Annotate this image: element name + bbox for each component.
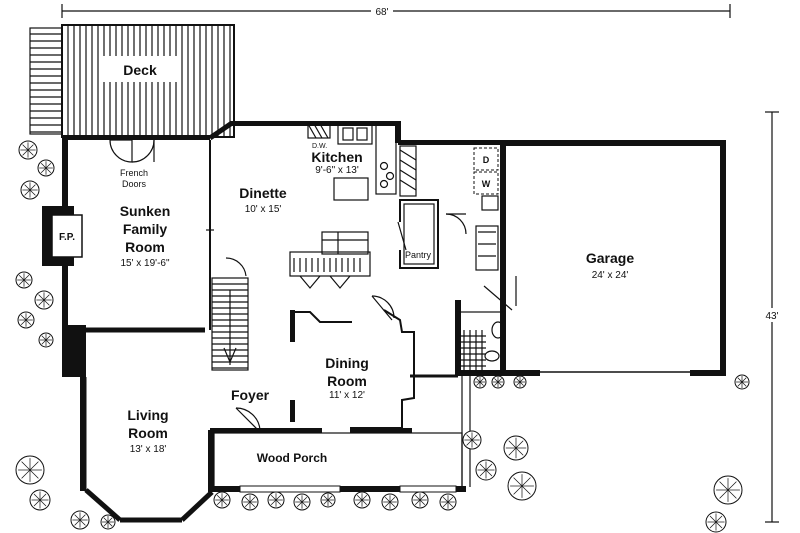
living-room-size: 13' x 18' <box>130 444 167 455</box>
exterior-walls <box>62 120 726 523</box>
kitchen-label: Kitchen <box>311 149 362 165</box>
family-room-label-line3: Room <box>125 239 165 255</box>
kitchen-island <box>289 231 371 289</box>
deck-label: Deck <box>123 62 157 78</box>
french-doors: French Doors <box>109 139 155 189</box>
landscaping-left <box>15 140 116 530</box>
living-room-label-line1: Living <box>127 407 168 423</box>
fireplace: F.P. <box>42 206 83 266</box>
pantry: Pantry <box>397 199 439 269</box>
kitchen-size: 9'-6" x 13' <box>315 165 359 176</box>
garage-label: Garage <box>586 250 634 266</box>
kitchen: D.W. Kitchen 9'-6" x 13' <box>307 123 417 201</box>
dinette-size: 10' x 15' <box>245 204 282 215</box>
wood-porch-label: Wood Porch <box>257 451 327 465</box>
overall-width-dimension: 68' <box>61 4 731 18</box>
overall-width-label: 68' <box>375 7 388 18</box>
french-doors-label-line1: French <box>120 168 148 178</box>
living-room: Living Room 13' x 18' <box>127 407 168 455</box>
living-room-label-line2: Room <box>128 425 168 441</box>
foyer: Foyer <box>231 387 270 431</box>
garage-size: 24' x 24' <box>592 270 629 281</box>
laundry: D W <box>445 147 499 271</box>
washer-label: W <box>482 179 491 189</box>
stairs <box>211 257 249 371</box>
overall-depth-dimension: 43' <box>762 111 782 523</box>
pantry-label: Pantry <box>405 250 432 260</box>
garage: Garage 24' x 24' <box>586 250 634 281</box>
dining-room: Dining Room 11' x 12' <box>325 295 395 401</box>
family-room-label-line1: Sunken <box>120 203 171 219</box>
deck: Deck <box>29 24 235 138</box>
overall-depth-label: 43' <box>765 311 778 322</box>
dinette: Dinette 10' x 15' <box>206 185 287 231</box>
dryer-label: D <box>483 155 490 165</box>
powder-room <box>457 311 505 373</box>
french-doors-label-line2: Doors <box>122 179 147 189</box>
fireplace-label: F.P. <box>59 232 75 243</box>
dining-room-label-line1: Dining <box>325 355 369 371</box>
wood-porch: Wood Porch <box>210 376 471 493</box>
family-room-label-line2: Family <box>123 221 168 237</box>
dinette-label: Dinette <box>239 185 287 201</box>
dishwasher-label: D.W. <box>312 143 327 150</box>
dining-room-size: 11' x 12' <box>329 390 365 401</box>
landscaping-right <box>213 374 750 533</box>
dining-room-label-line2: Room <box>327 373 367 389</box>
family-room: Sunken Family Room 15' x 19'-6" <box>120 203 171 269</box>
family-room-size: 15' x 19'-6" <box>120 258 170 269</box>
foyer-label: Foyer <box>231 387 270 403</box>
